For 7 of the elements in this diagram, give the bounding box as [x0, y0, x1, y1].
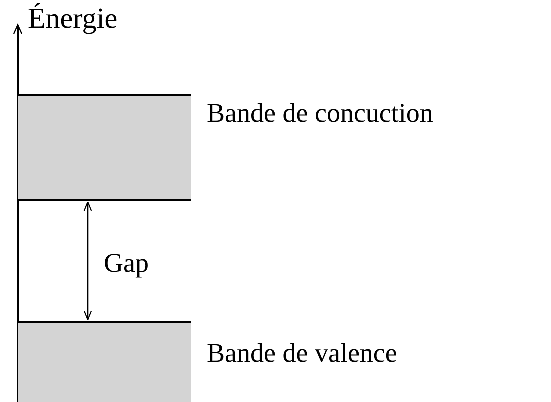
energy-band	[18, 94, 191, 201]
energy-band	[18, 321, 191, 402]
band-label: Bande de concuction	[207, 97, 434, 130]
band-label: Bande de valence	[207, 337, 398, 370]
axis-label: Énergie	[28, 2, 118, 36]
double-arrow	[84, 201, 92, 321]
edge-label: Gap	[104, 247, 149, 280]
